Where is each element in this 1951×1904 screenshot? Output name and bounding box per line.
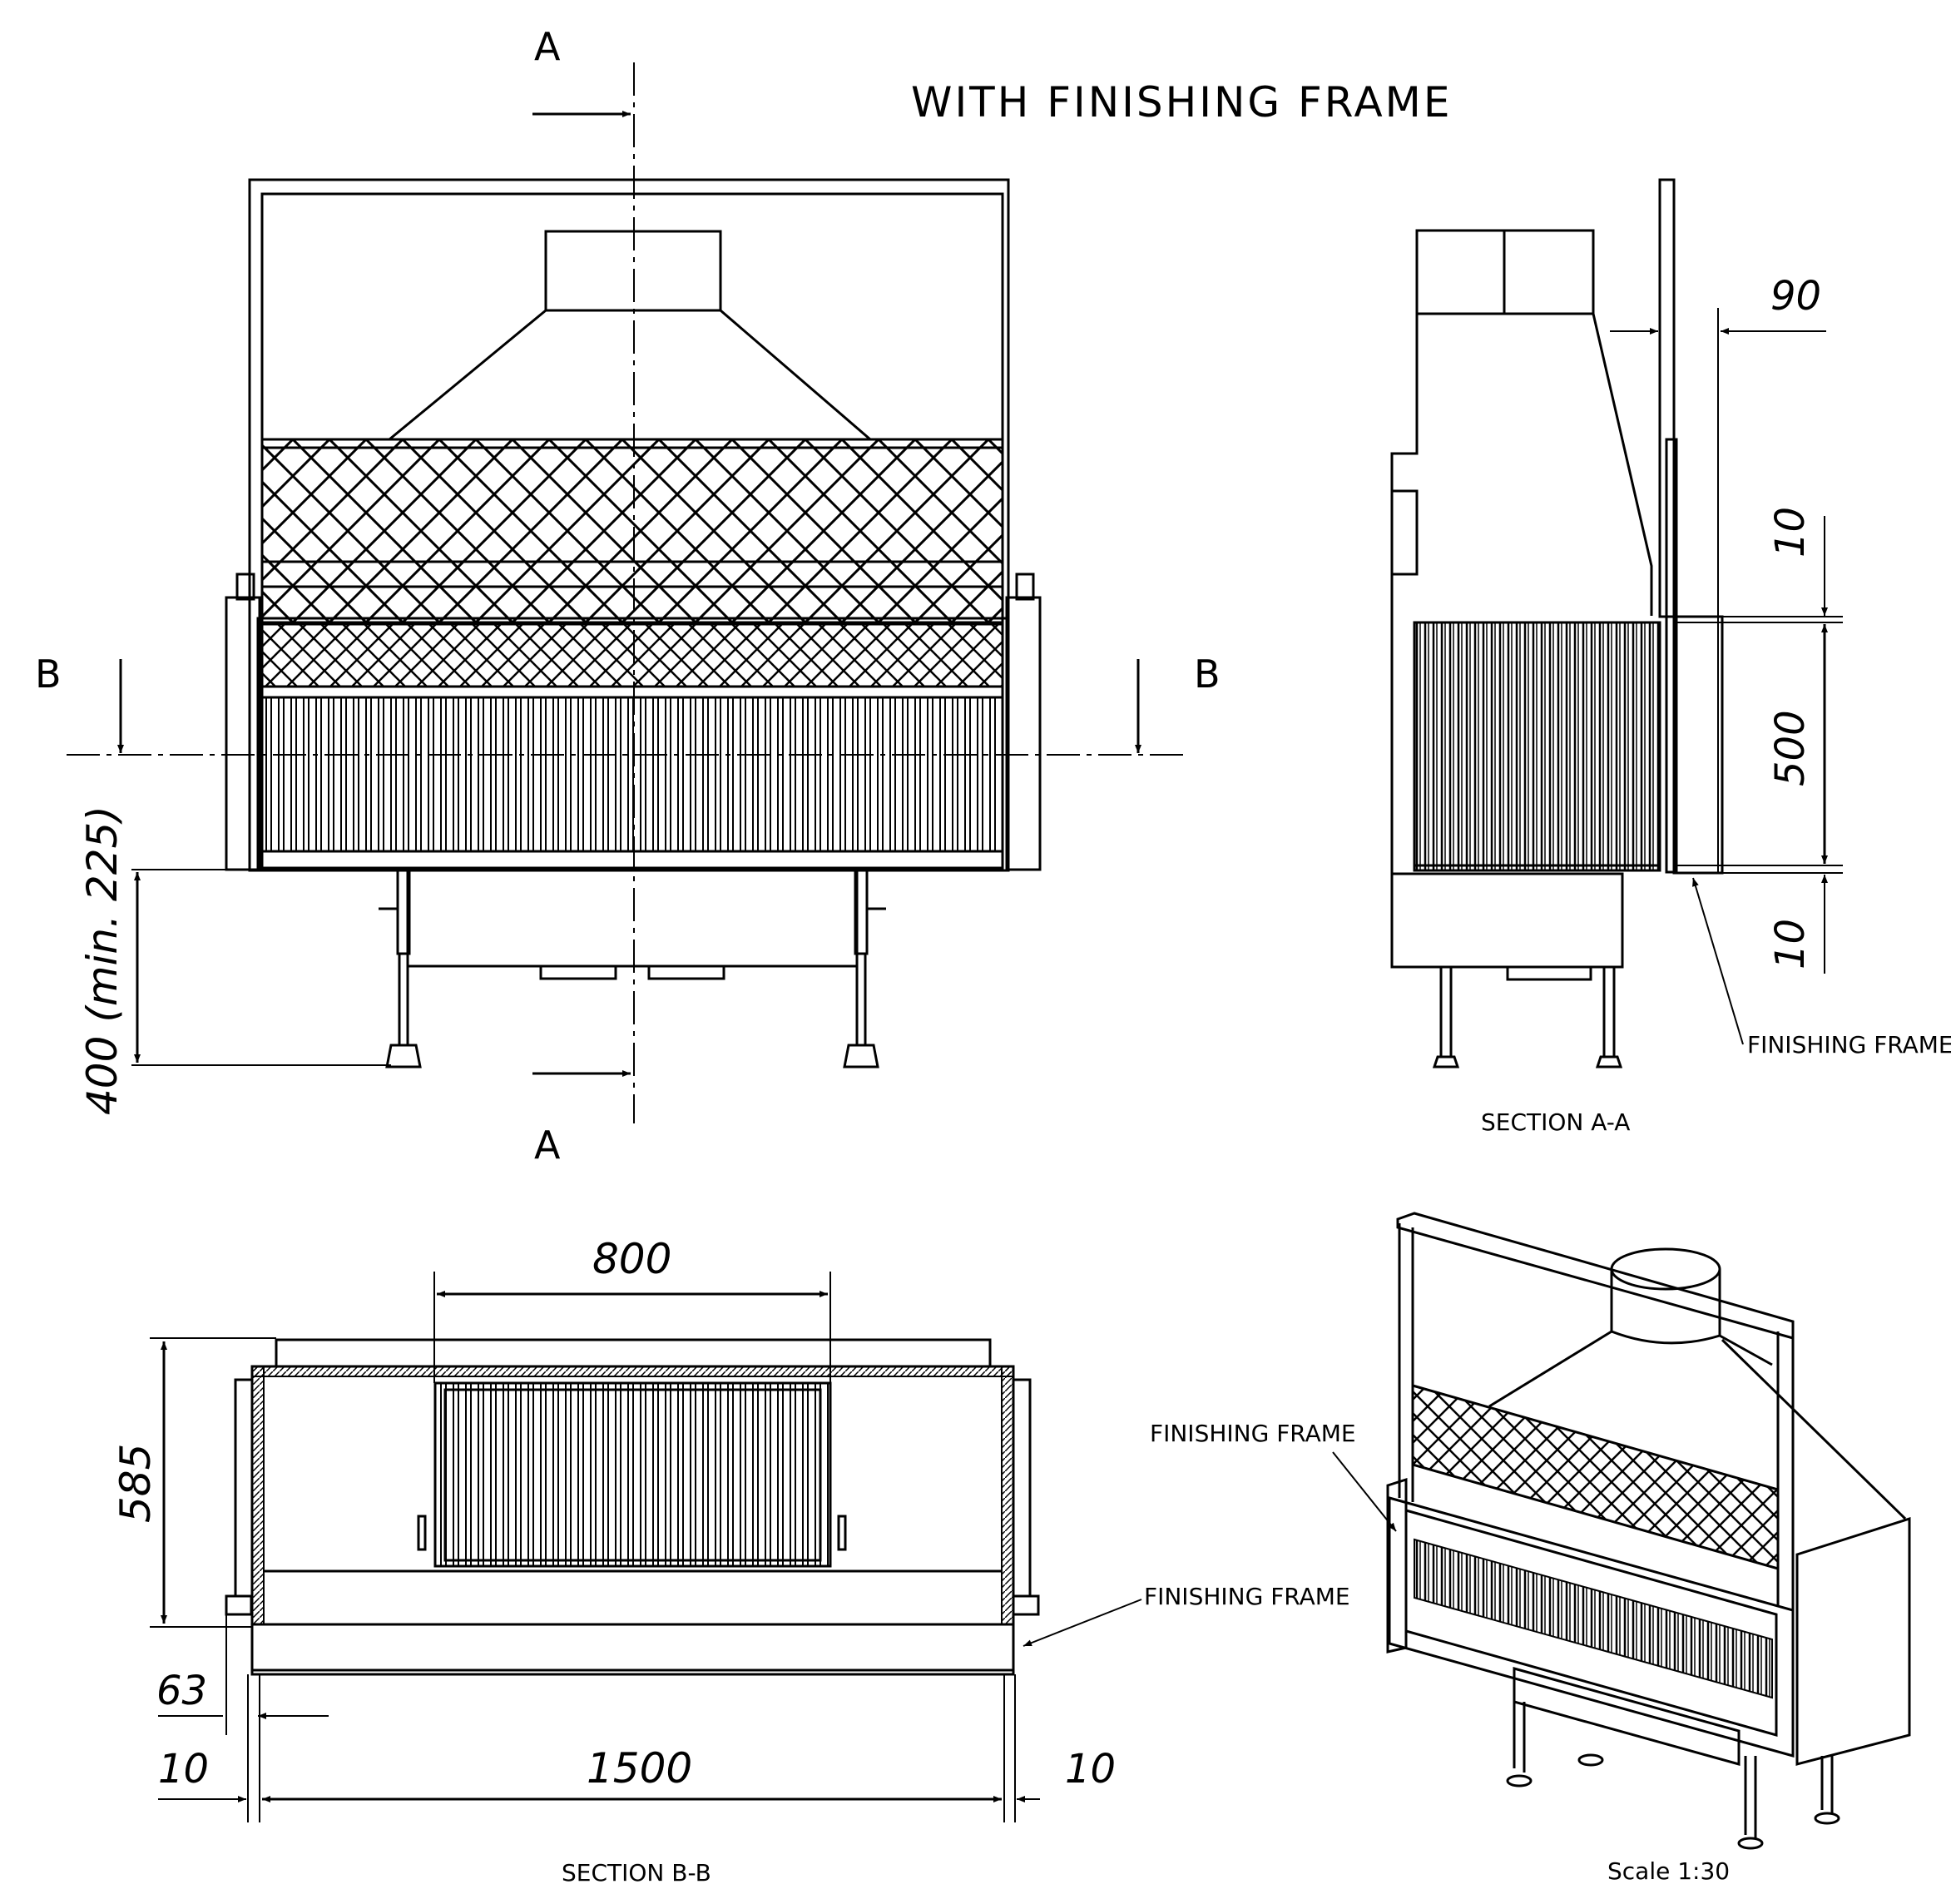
isometric-view: [1386, 1212, 1911, 1850]
section-a-bottom-label: A: [534, 1123, 561, 1168]
drawing-title: WITH FINISHING FRAME: [911, 78, 1452, 126]
aa-dim-10-bottom: 10: [1767, 919, 1814, 969]
bb-dim-10-left: 10: [158, 1746, 209, 1792]
section-a-markers: A A: [532, 24, 631, 1168]
section-b-left-label: B: [35, 652, 62, 697]
bb-finishing-frame-label: FINISHING FRAME: [1144, 1583, 1350, 1610]
bb-dim-10-right: 10: [1065, 1746, 1116, 1792]
height-dimension: 400 (min. 225): [78, 806, 391, 1115]
section-bb-view: [225, 1338, 1040, 1676]
aa-dim-500: 500: [1767, 710, 1814, 786]
isometric-labels: FINISHING FRAME Scale 1:30: [1150, 1420, 1730, 1885]
section-bb-caption: SECTION B-B: [562, 1859, 711, 1887]
section-b-markers: B B: [35, 652, 1221, 753]
section-aa-caption: SECTION A-A: [1481, 1108, 1630, 1136]
aa-finishing-frame-label: FINISHING FRAME: [1747, 1031, 1951, 1059]
section-b-right-label: B: [1194, 652, 1221, 697]
section-bb-dimensions: 800 585 63 10 1500 10 FINISHING FRAME SE…: [111, 1235, 1350, 1887]
aa-dim-10-top: 10: [1767, 507, 1814, 558]
aa-dim-90: 90: [1770, 273, 1821, 320]
front-view: [67, 62, 1190, 1123]
section-aa-view: [1390, 178, 1724, 1069]
bb-dim-585: 585: [111, 1444, 160, 1523]
iso-finishing-frame-label: FINISHING FRAME: [1150, 1420, 1356, 1447]
bb-dim-1500: 1500: [587, 1744, 692, 1792]
scale-label: Scale 1:30: [1607, 1857, 1730, 1885]
section-aa-dimensions: 90 10 500 10 FINISHING FRAME SECTION A-A: [1481, 273, 1951, 1136]
bb-dim-800: 800: [592, 1235, 671, 1283]
bb-dim-63: 63: [156, 1668, 207, 1714]
section-a-top-label: A: [534, 24, 561, 69]
height-dim-text: 400 (min. 225): [78, 806, 126, 1115]
